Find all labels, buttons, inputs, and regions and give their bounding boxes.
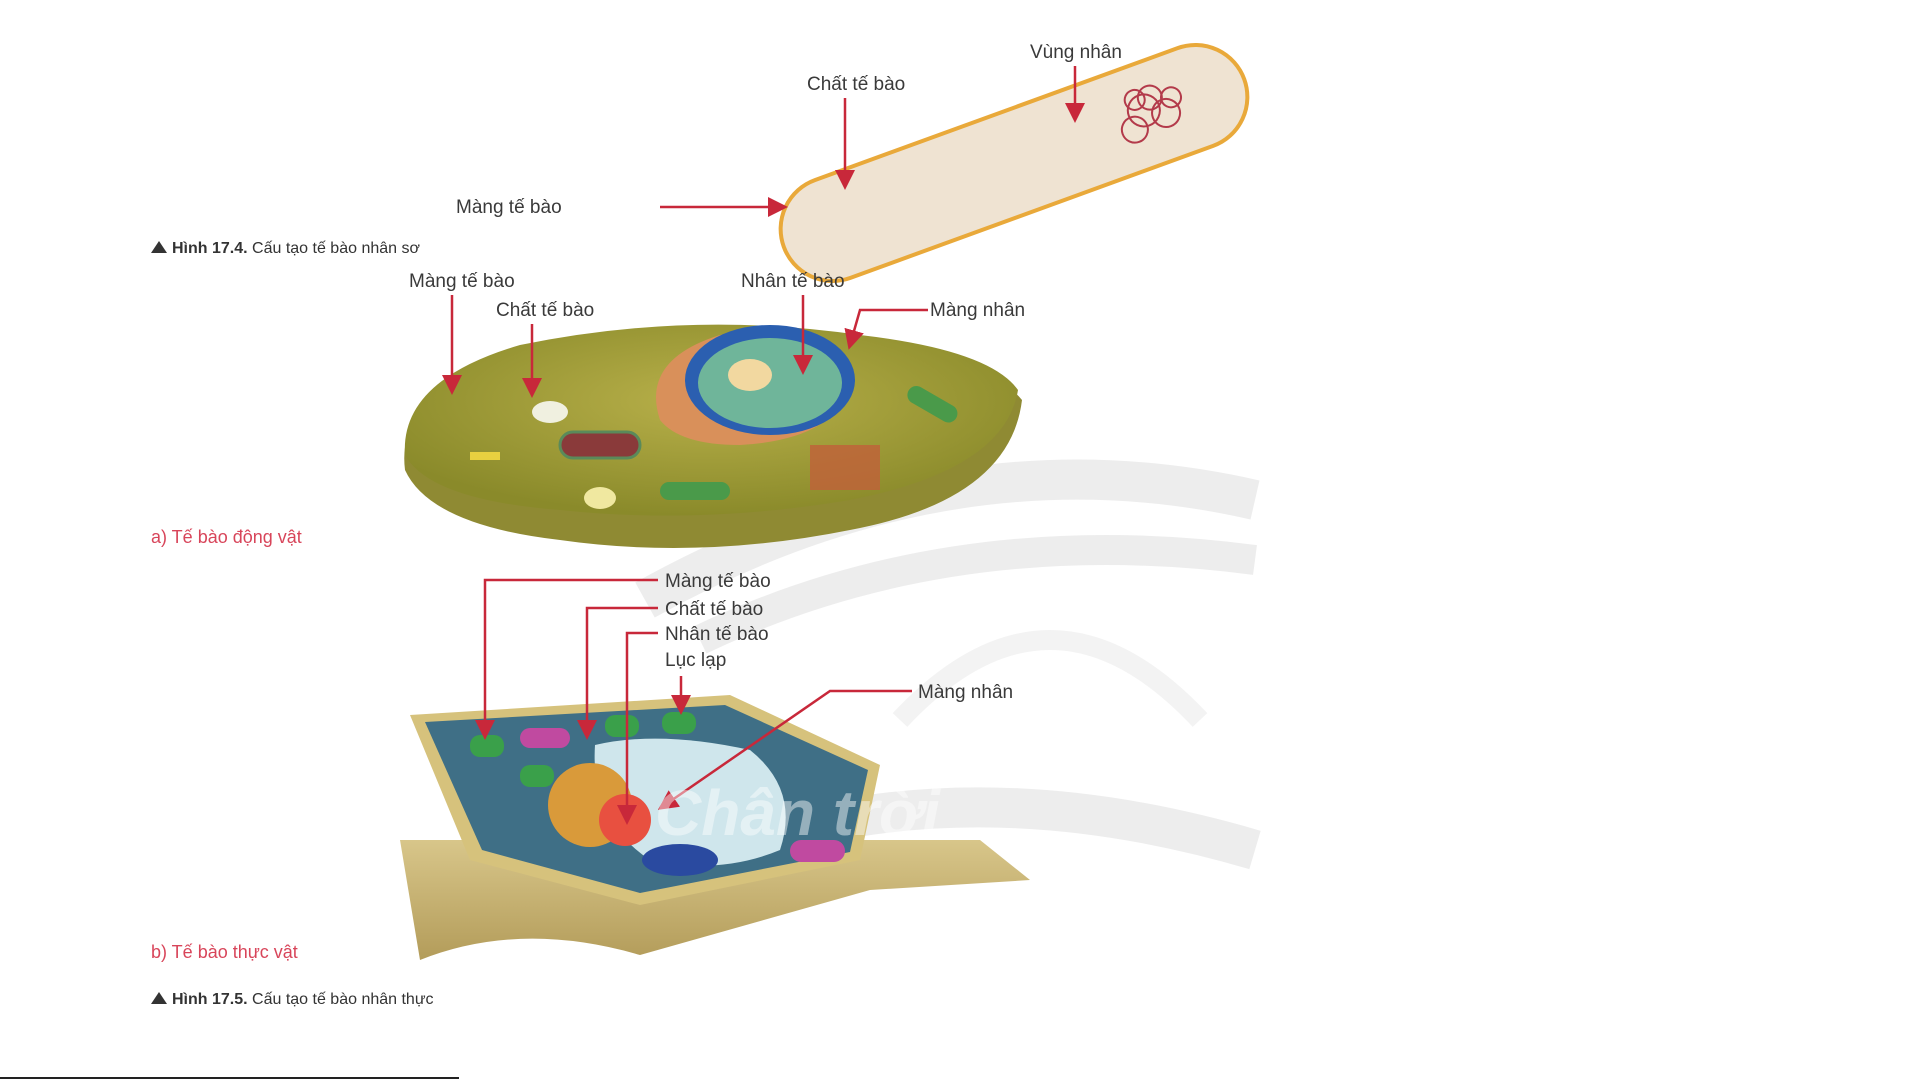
watermark-text: Chân trời	[655, 777, 941, 849]
triangle-icon	[151, 992, 167, 1004]
label-animal-cytoplasm: Chất tế bào	[496, 300, 594, 321]
label-plant-membrane: Màng tế bào	[665, 571, 771, 592]
label-plant-chloroplast: Lục lạp	[665, 650, 726, 671]
arrow-plant-membrane	[475, 578, 658, 740]
label-animal-nuclear-membrane: Màng nhân	[930, 300, 1025, 321]
label-plant-cytoplasm: Chất tế bào	[665, 599, 763, 620]
label-prokaryote-membrane: Màng tế bào	[456, 197, 562, 218]
animal-cell-illustration	[404, 324, 1022, 548]
prokaryotic-cell-illustration	[778, 42, 1250, 284]
triangle-icon	[151, 241, 167, 253]
subcaption-plant-cell: b) Tế bào thực vật	[151, 942, 298, 962]
svg-text:Hình 17.5. Cấu tạo tế bào nhân: Hình 17.5. Cấu tạo tế bào nhân thực	[172, 991, 434, 1008]
caption-figure-17-5: Hình 17.5. Cấu tạo tế bào nhân thực	[151, 991, 434, 1008]
nucleoid-dna	[1120, 84, 1183, 144]
svg-text:Hình 17.4. Cấu tạo tế bào nhân: Hình 17.4. Cấu tạo tế bào nhân sơ	[172, 240, 420, 257]
label-animal-nucleus: Nhân tế bào	[741, 271, 845, 292]
label-prokaryote-cytoplasm: Chất tế bào	[807, 74, 905, 95]
arrow-plant-nucleus	[617, 631, 658, 825]
label-nucleoid: Vùng nhân	[1030, 42, 1122, 63]
label-plant-nuclear-membrane: Màng nhân	[918, 682, 1013, 703]
arrow-plant-nuclear-membrane	[657, 689, 912, 810]
plant-cell-illustration	[400, 695, 1030, 960]
bottom-divider	[0, 1077, 459, 1079]
label-animal-membrane: Màng tế bào	[409, 271, 515, 292]
arrow-animal-nuclear-membrane	[844, 308, 928, 350]
label-plant-nucleus: Nhân tế bào	[665, 624, 769, 645]
subcaption-animal-cell: a) Tế bào động vật	[151, 527, 302, 547]
arrow-plant-cytoplasm	[577, 606, 658, 740]
caption-figure-17-4: Hình 17.4. Cấu tạo tế bào nhân sơ	[151, 240, 420, 257]
